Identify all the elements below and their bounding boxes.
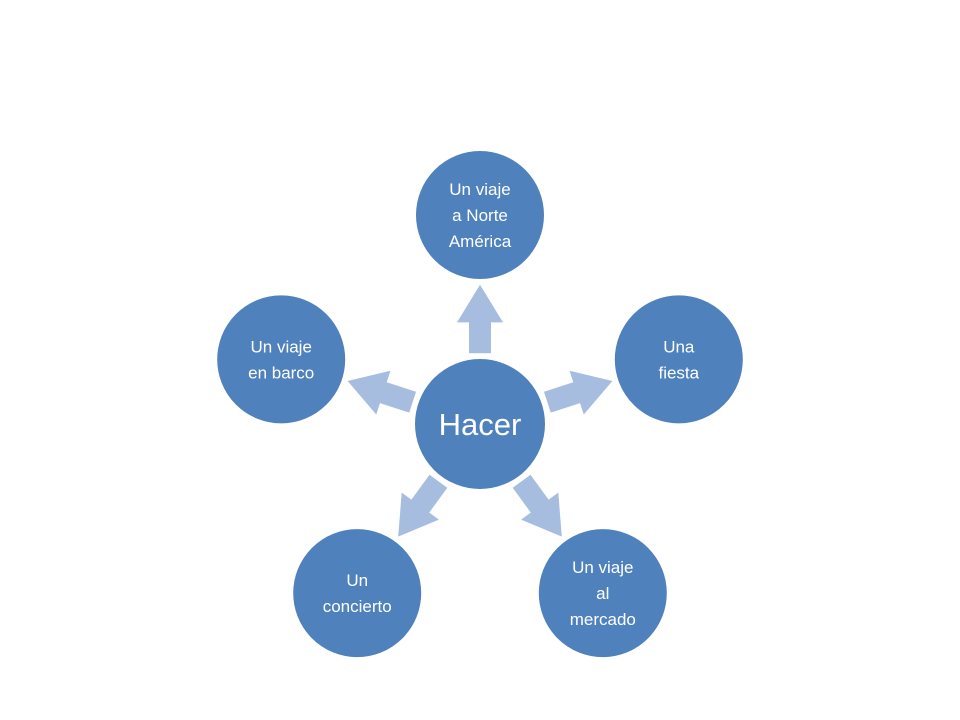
node-label-line: Un viaje xyxy=(572,558,633,577)
node-circle xyxy=(536,527,669,660)
node-concert: Un concierto xyxy=(291,527,424,660)
node-label-line: Un viaje xyxy=(449,180,510,199)
arrow-to-boat xyxy=(347,370,417,415)
node-label-line: concierto xyxy=(323,597,392,616)
node-label-line: Una xyxy=(663,337,695,356)
node-circle xyxy=(414,149,546,281)
node-label: Un viaje al mercado xyxy=(570,558,636,629)
node-market: Un viaje al mercado xyxy=(536,527,669,660)
arrow-to-north-america xyxy=(457,284,503,354)
node-label-line: América xyxy=(449,232,512,251)
node-label-line: Un viaje xyxy=(250,337,311,356)
node-label: Un concierto xyxy=(323,571,392,616)
node-party: Una fiesta xyxy=(612,293,745,426)
connector-arrows xyxy=(347,284,613,537)
node-label: Una fiesta xyxy=(658,337,699,382)
node-circle xyxy=(612,293,745,426)
center-label: Hacer xyxy=(439,407,522,442)
node-label-line: fiesta xyxy=(658,363,699,382)
node-label-line: al xyxy=(596,584,609,603)
arrow-to-concert xyxy=(398,474,448,537)
node-boat: Un viaje en barco xyxy=(215,293,348,426)
node-label: Un viaje en barco xyxy=(248,337,314,382)
node-label-line: mercado xyxy=(570,610,636,629)
node-label-line: Un xyxy=(346,571,368,590)
center-circle xyxy=(413,357,547,491)
center-node: Hacer xyxy=(413,357,547,491)
node-label-line: a Norte xyxy=(452,206,508,225)
node-circle xyxy=(215,293,348,426)
arrow-to-party xyxy=(543,370,613,415)
node-circle xyxy=(291,527,424,660)
node-label-line: en barco xyxy=(248,363,314,382)
arrow-to-market xyxy=(512,474,562,537)
